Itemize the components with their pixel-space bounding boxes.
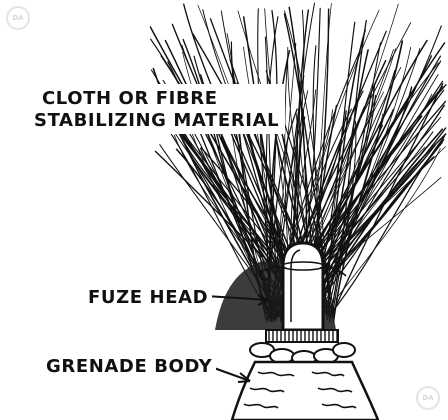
fibre-strand	[326, 120, 357, 316]
fibre-strand	[331, 42, 381, 320]
cloth-stabilizer-label: CLOTH OR FIBRE STABILIZING MATERIAL	[28, 84, 286, 134]
grenade-body	[230, 360, 380, 420]
fibre-strand	[322, 47, 421, 313]
fibre-strand	[283, 13, 334, 317]
fuze-head	[281, 241, 325, 332]
cloth-label-line1: CLOTH OR FIBRE	[42, 88, 218, 109]
leader-lines	[205, 294, 269, 383]
fibre-strand	[314, 113, 384, 323]
fuze-head-label: FUZE HEAD	[84, 286, 213, 310]
fibre-strand	[332, 40, 404, 323]
fuze-head-leader	[205, 295, 269, 301]
fibre-strand	[316, 55, 442, 316]
watermark-stamp-icon: DA	[416, 386, 440, 410]
retaining-wire	[259, 266, 347, 281]
watermark-stamp-icon: DA	[6, 6, 30, 30]
fibre-strand	[319, 148, 441, 320]
cloth-label-line2: STABILIZING MATERIAL	[34, 110, 280, 131]
grenade-body-arrowhead	[237, 372, 251, 383]
grenade-body-label: GRENADE BODY	[42, 355, 217, 379]
fibre-strand	[327, 136, 445, 318]
fibre-strand	[328, 19, 367, 322]
fuze-head-arrowhead	[257, 294, 269, 306]
grenade-body-leader	[213, 367, 251, 382]
fuze-collar	[265, 329, 339, 343]
